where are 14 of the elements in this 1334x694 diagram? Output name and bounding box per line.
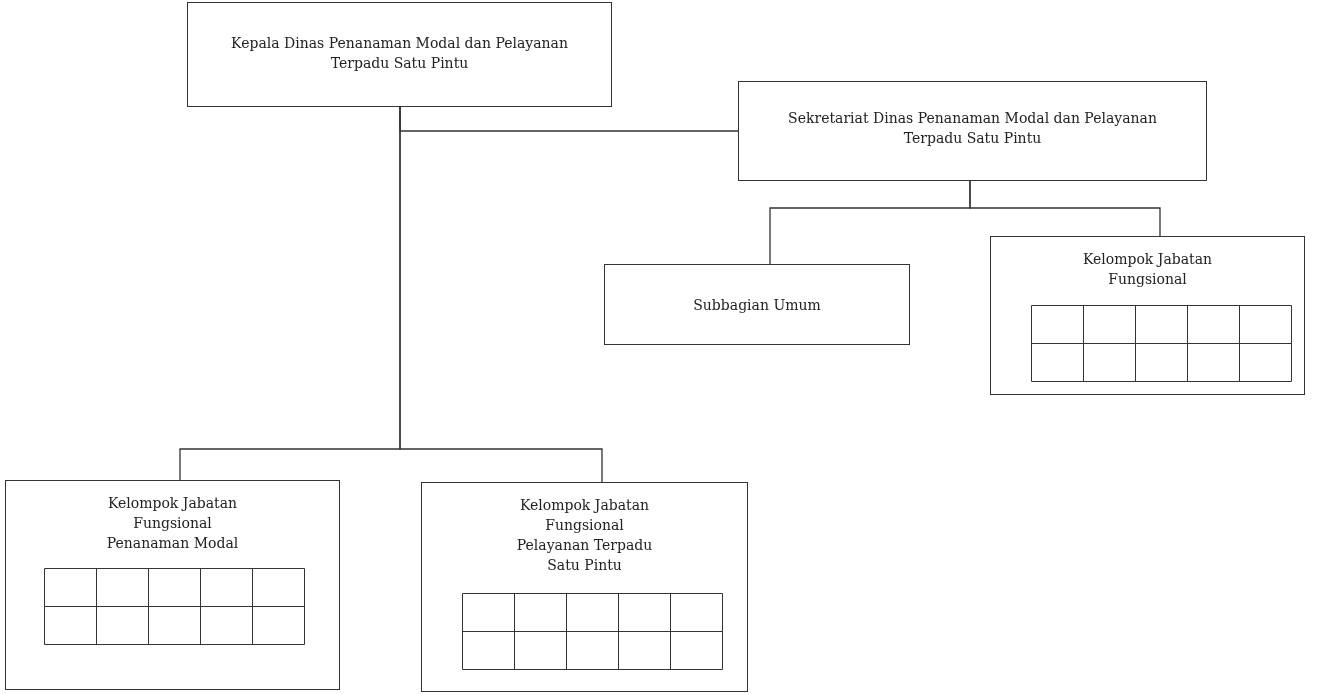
unit-title: Kepala Dinas Penanaman Modal dan Pelayanan Terpadu Satu Pintu: [230, 34, 569, 73]
org-box: [421, 482, 748, 692]
unit-title: Kelompok Jabatan Fungsional Pelayanan Terpadu Satu Pintu: [515, 496, 654, 575]
unit-title: Kelompok Jabatan Fungsional: [1081, 250, 1214, 289]
connector-line: [399, 106, 603, 483]
connector-line: [969, 180, 1161, 237]
org-box: [604, 264, 910, 345]
org-box: [5, 480, 340, 690]
org-box: [738, 81, 1207, 181]
unit-title: Kelompok Jabatan Fungsional Penanaman Modal: [105, 494, 240, 553]
org-box: [187, 2, 612, 107]
unit-title: Sekretariat Dinas Penanaman Modal dan Pelayanan Terpadu Satu Pintu: [787, 109, 1158, 148]
org-box: [990, 236, 1305, 395]
unit-title: Subbagian Umum: [692, 296, 822, 315]
